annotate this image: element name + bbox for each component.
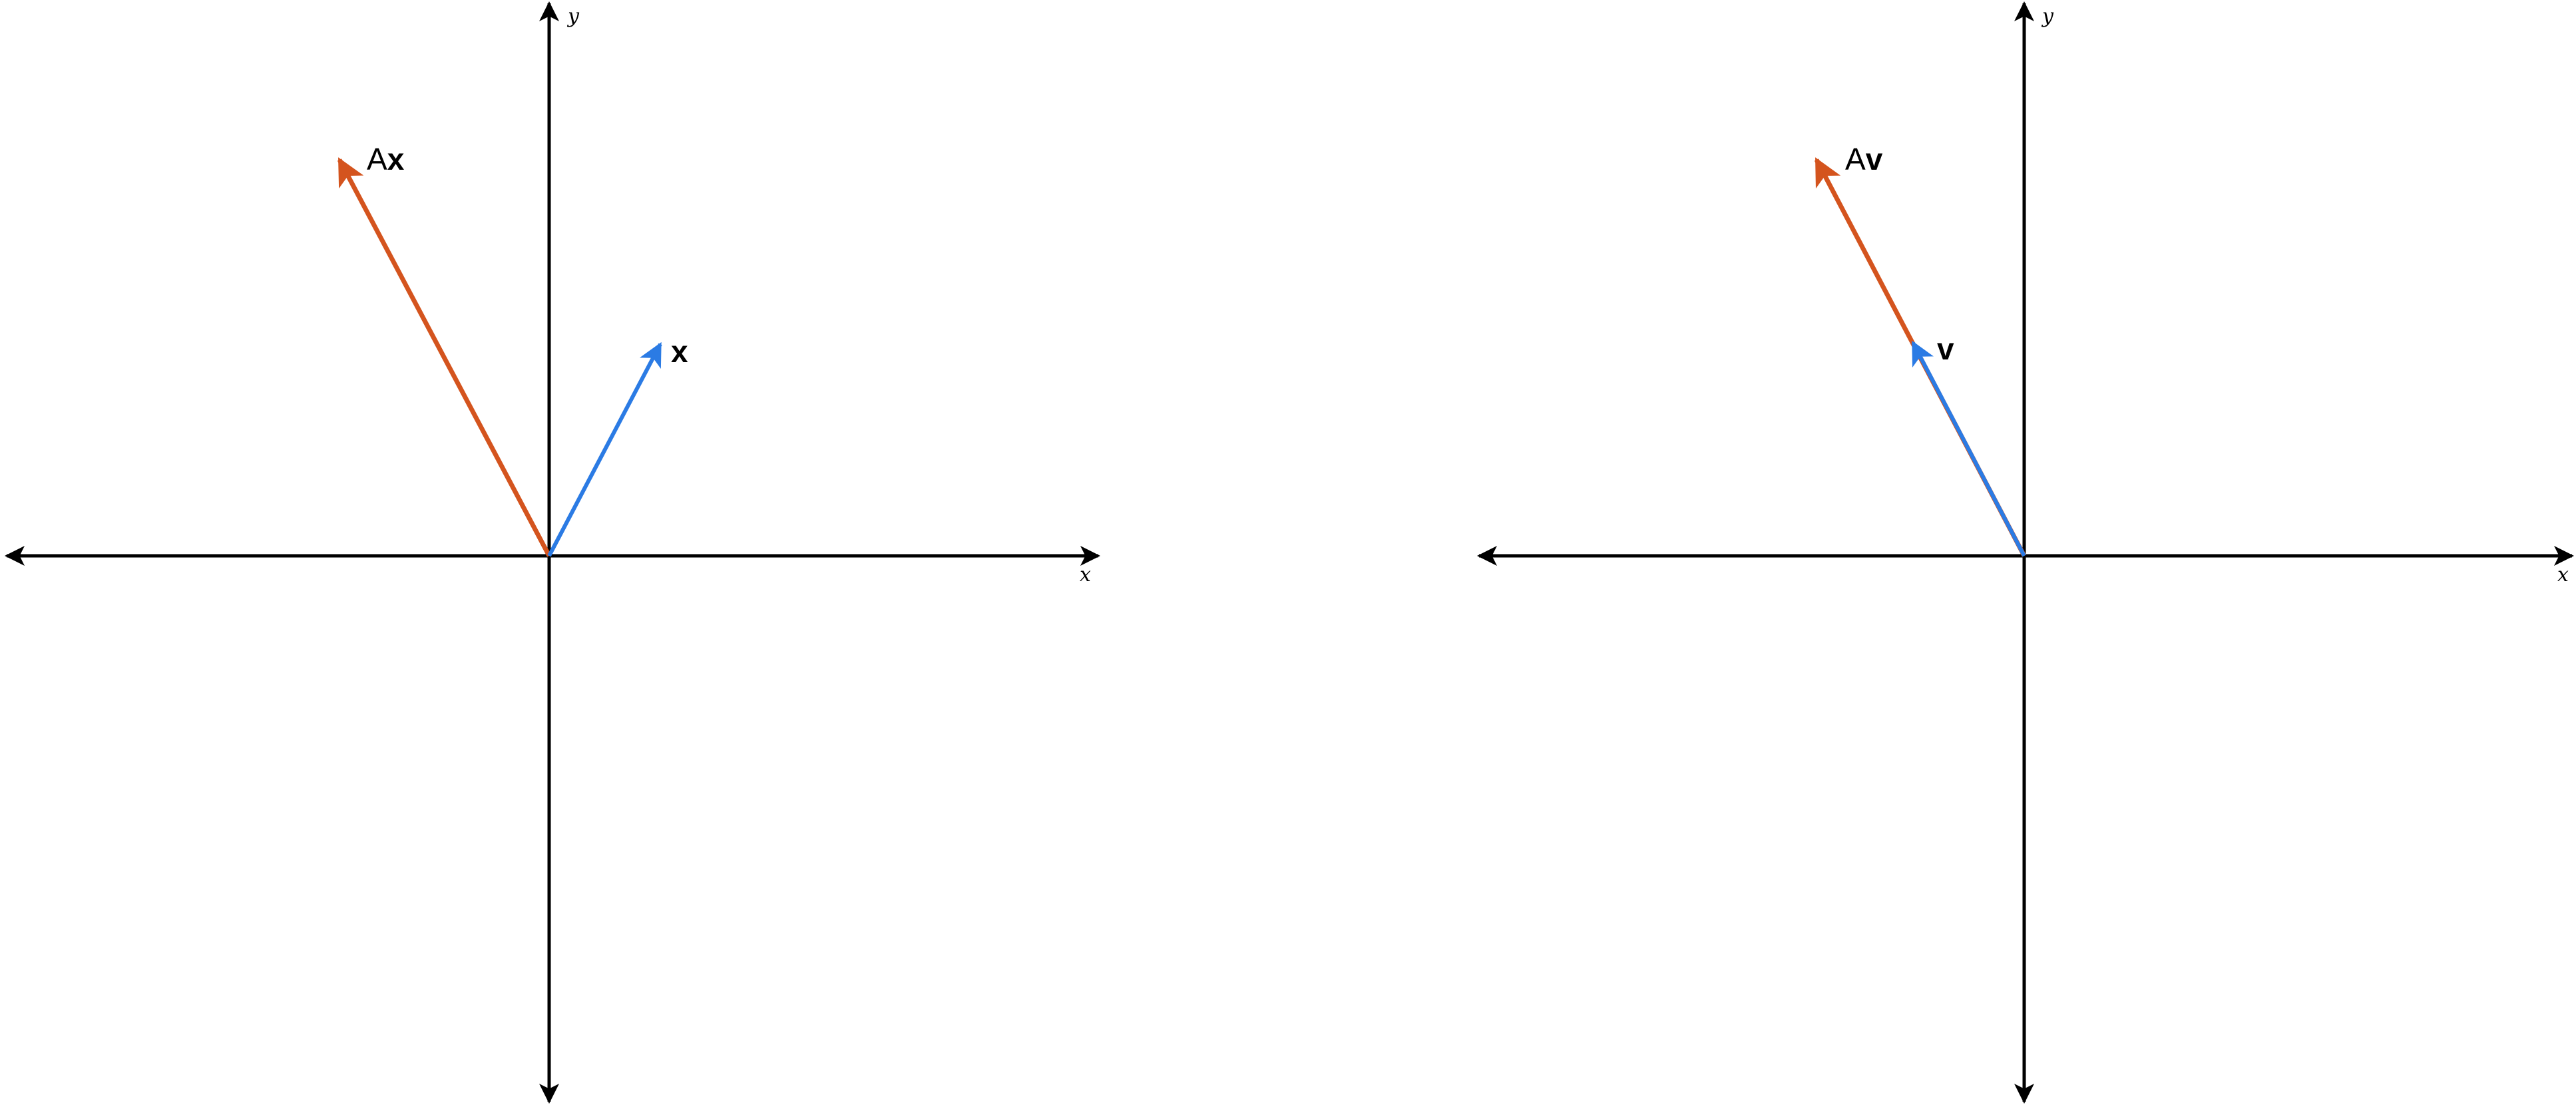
original-vector-label: v [1937,332,1954,366]
label-vector-symbol: x [387,142,405,176]
label-prefix: A [1845,142,1866,176]
label-vector-symbol: v [1866,142,1883,176]
left-panel: x y Ax x [4,1,1100,1104]
original-vector-arrow [1911,340,2026,557]
y-axis-label: y [2041,5,2054,28]
label-prefix: A [367,142,387,176]
x-axis-label: x [1080,563,1091,586]
transformed-vector-arrow [337,157,552,557]
right-panel: x y Av v [1477,1,2574,1104]
transformed-vector-label: Av [1845,142,1883,176]
original-vector-label: x [671,334,688,369]
x-axis-label: x [2557,563,2569,586]
y-axis-label: y [566,5,580,28]
original-vector-arrow [547,341,662,557]
transformed-vector-label: Ax [367,142,405,176]
